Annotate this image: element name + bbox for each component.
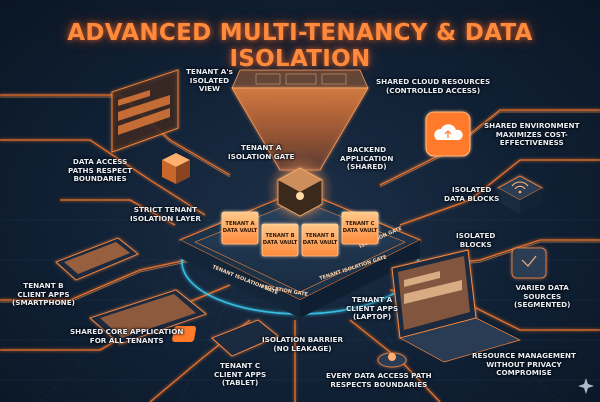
vault-label-line1: TENANT B <box>305 233 334 239</box>
access-path-cube <box>162 153 190 184</box>
vault-label-line2: DATA VAULT <box>303 240 338 246</box>
label-tenant-c: TENANT C CLIENT APPS (TABLET) <box>214 361 267 388</box>
label-tenant-a-laptop: TENANT A CLIENT APPS (LAPTOP) <box>346 295 399 322</box>
wifi-block-icon <box>497 175 543 214</box>
access-node-bottom <box>377 352 407 368</box>
vault-tenant-c: TENANT C DATA VAULT <box>341 211 379 245</box>
tablet-device-c <box>172 319 279 357</box>
label-isolated-blocks: ISOLATED BLOCKS <box>456 231 496 249</box>
vault-label-line2: DATA VAULT <box>343 228 378 234</box>
vault-tenant-a: TENANT A DATA VAULT <box>221 211 259 245</box>
vault-label-line2: DATA VAULT <box>223 228 258 234</box>
isolated-block-icon <box>511 247 547 279</box>
cloud-icon <box>425 111 471 157</box>
tenant-a-view-panel <box>111 69 179 153</box>
data-vaults: TENANT A DATA VAULT TENANT B DATA VAULT … <box>221 211 379 257</box>
vault-tenant-b-1: TENANT B DATA VAULT <box>261 223 299 257</box>
label-shared-core: SHARED CORE APPLICATION FOR ALL TENANTS <box>70 327 184 345</box>
label-shared-env: SHARED ENVIRONMENT MAXIMIZES COST- EFFEC… <box>484 121 580 148</box>
page-title: ADVANCED MULTI-TENANCY & DATA ISOLATION <box>67 20 533 72</box>
label-shared-cloud: SHARED CLOUD RESOURCES (CONTROLLED ACCES… <box>376 77 491 95</box>
tablet-device-left <box>89 289 207 345</box>
label-tenant-a-gate: TENANT A ISOLATION GATE <box>228 143 295 161</box>
vault-label-line2: DATA VAULT <box>263 240 298 246</box>
label-strict-isolation: STRICT TENANT ISOLATION LAYER <box>130 205 201 223</box>
label-isolation-barrier: ISOLATION BARRIER (NO LEAKAGE) <box>262 335 343 353</box>
laptop-device <box>391 249 521 363</box>
vault-label-line1: TENANT C <box>346 221 375 227</box>
label-tenant-a-view: TENANT A's ISOLATED VIEW <box>186 67 233 94</box>
label-tenant-b: TENANT B CLIENT APPS (SMARTPHONE) <box>12 281 75 308</box>
label-isolated-data-blocks: ISOLATED DATA BLOCKS <box>444 185 500 203</box>
vault-label-line1: TENANT A <box>225 221 254 227</box>
label-every-path: EVERY DATA ACCESS PATH RESPECTS BOUNDARI… <box>326 371 432 389</box>
label-backend: BACKEND APPLICATION (SHARED) <box>340 145 394 172</box>
label-data-access-paths: DATA ACCESS PATHS RESPECT BOUNDARIES <box>68 157 133 184</box>
vault-label-line1: TENANT B <box>265 233 294 239</box>
vault-tenant-b-2: TENANT B DATA VAULT <box>301 223 339 257</box>
label-resource-mgmt: RESOURCE MANAGEMENT WITHOUT PRIVACY COMP… <box>472 351 576 378</box>
backend-core <box>231 69 369 224</box>
sparkle-icon <box>578 378 594 394</box>
smartphone-device <box>55 237 139 281</box>
label-varied-sources: VARIED DATA SOURCES (SEGMENTED) <box>514 283 571 310</box>
